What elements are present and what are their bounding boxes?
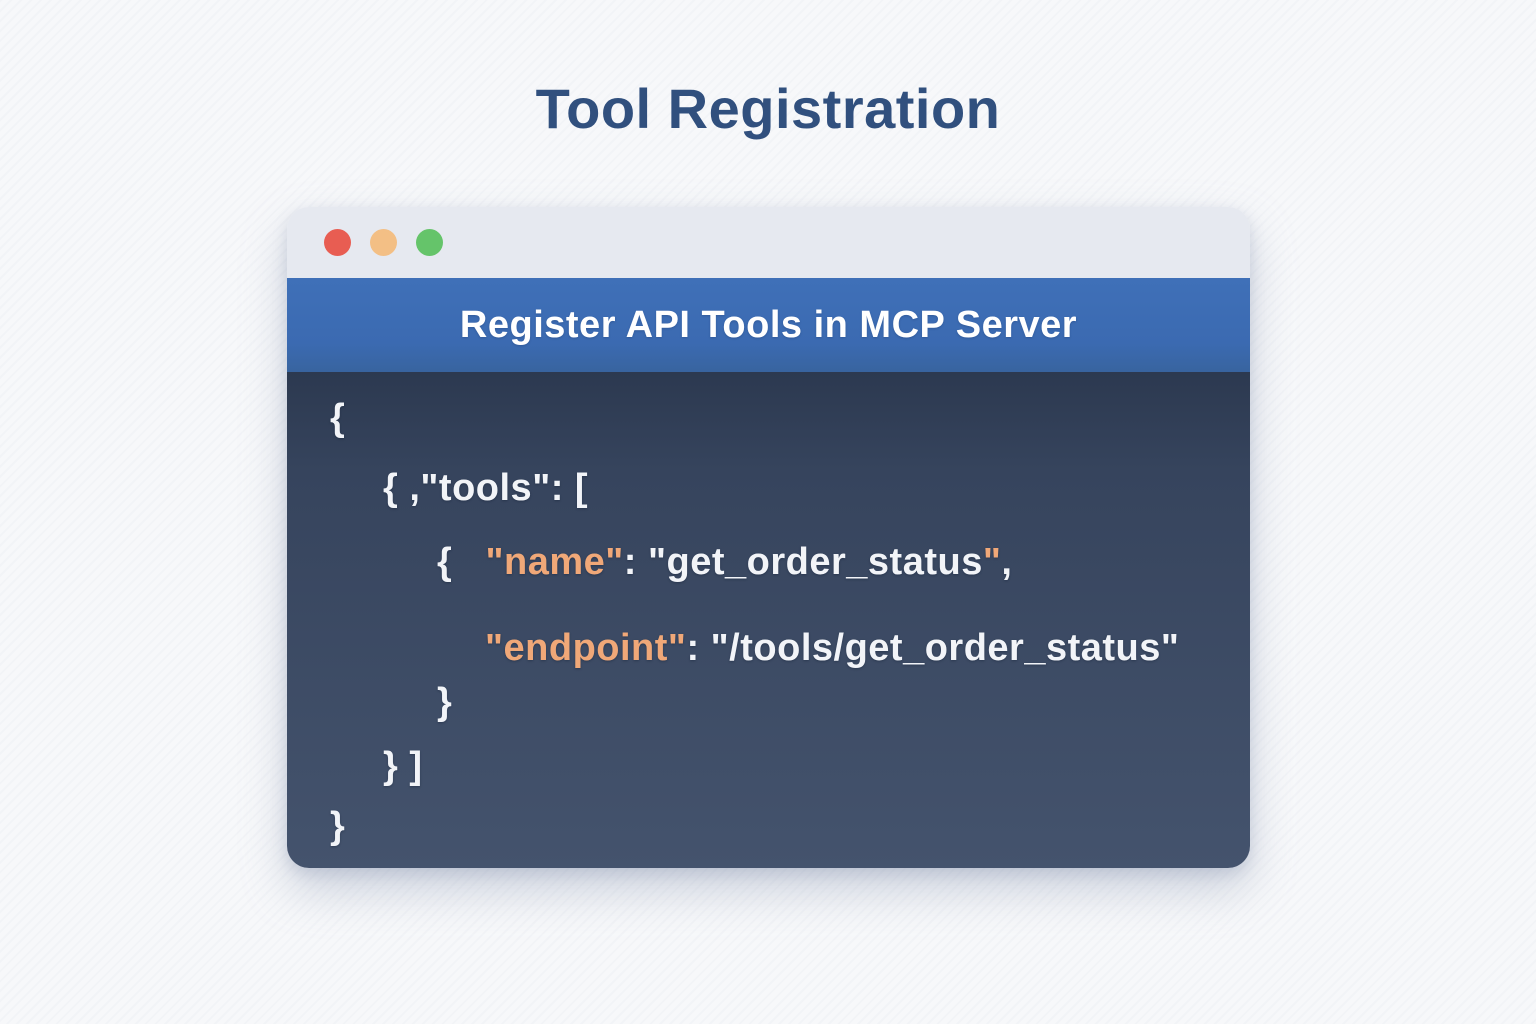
close-button[interactable] xyxy=(324,229,351,256)
code-text: } ] xyxy=(383,745,423,787)
minimize-button[interactable] xyxy=(370,229,397,256)
json-key: " xyxy=(982,541,1002,583)
json-key: "endpoint" xyxy=(485,627,687,669)
code-line-2: { ,"tools": [ xyxy=(287,464,1250,512)
traffic-lights xyxy=(324,229,443,256)
code-text: { xyxy=(330,397,346,439)
code-line-5: } xyxy=(287,678,1250,726)
banner-title: Register API Tools in MCP Server xyxy=(459,303,1078,346)
window-titlebar xyxy=(287,207,1250,278)
app-window: Register API Tools in MCP Server { { ,"to… xyxy=(287,207,1250,868)
code-text: : "get_order_status xyxy=(623,541,983,583)
code-line-6: } ] xyxy=(287,742,1250,790)
code-line-7: } xyxy=(287,802,1250,850)
code-text: } xyxy=(437,681,453,723)
code-panel: { { ,"tools": [ { "name": "get_order_statu… xyxy=(287,372,1250,868)
code-text: } xyxy=(330,805,346,847)
window-banner: Register API Tools in MCP Server xyxy=(287,278,1250,372)
code-text: { ,"tools": [ xyxy=(383,467,589,509)
code-line-1: { xyxy=(287,394,1250,442)
code-text: : "/tools/get_order_status" xyxy=(686,627,1180,669)
zoom-button[interactable] xyxy=(416,229,443,256)
page-title: Tool Registration xyxy=(535,77,1001,140)
json-key: "name" xyxy=(485,541,624,583)
code-text: , xyxy=(1001,541,1013,583)
code-line-4: "endpoint": "/tools/get_order_status" xyxy=(287,624,1250,672)
code-text: { xyxy=(437,541,486,583)
code-line-3: { "name": "get_order_status", xyxy=(287,538,1250,586)
